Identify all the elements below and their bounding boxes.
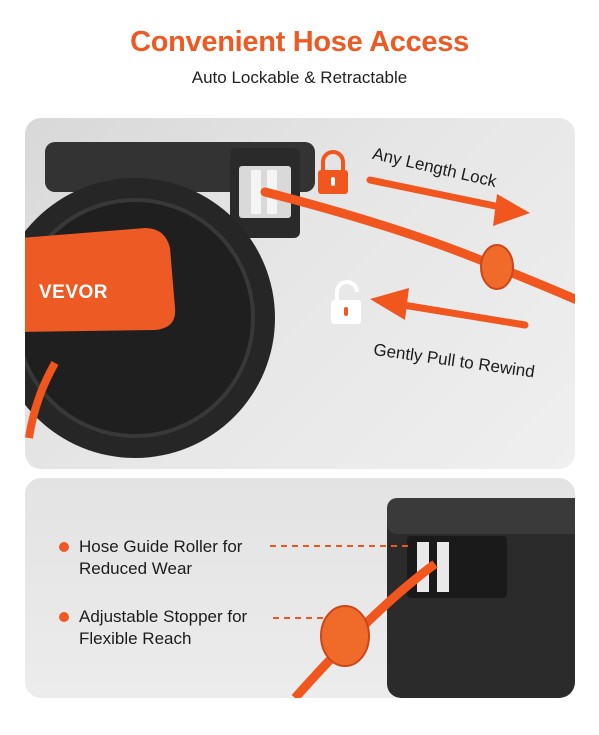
rewind-arrow-shaft	[393, 300, 529, 329]
hose-guide-illustration	[270, 498, 575, 698]
rewind-arrow-head	[370, 288, 409, 320]
feature-hose-guide-roller: Hose Guide Roller for Reduced Wear	[59, 536, 242, 580]
brand-logo: VEVOR	[39, 282, 109, 303]
hose-stopper	[480, 244, 514, 290]
hose-line	[260, 187, 575, 305]
page-subtitle: Auto Lockable & Retractable	[191, 68, 408, 87]
feature-adjustable-stopper: Adjustable Stopper for Flexible Reach	[59, 606, 247, 650]
pull-arrow-shaft	[366, 176, 509, 212]
stopper-closeup	[320, 605, 370, 667]
bullet-dot	[59, 612, 69, 622]
guide-roller-left	[251, 170, 261, 214]
pull-arrow-head	[493, 194, 530, 226]
lock-open-icon	[331, 280, 361, 324]
lock-rewind-panel: VEVOR Any Length Lock Gently Pull to Rew…	[25, 118, 575, 469]
lock-closed-icon	[318, 150, 348, 194]
hose-inlet	[25, 361, 59, 439]
hose-closeup	[291, 560, 438, 698]
outlet-window	[407, 536, 507, 598]
features-panel: Hose Guide Roller for Reduced Wear Adjus…	[25, 478, 575, 698]
roller-right	[437, 542, 449, 592]
hose-reel-illustration	[25, 142, 575, 458]
reel-housing-top	[387, 498, 575, 534]
brand-plate	[25, 228, 176, 332]
page-title: Convenient Hose Access	[130, 26, 469, 58]
bullet-dot	[59, 542, 69, 552]
